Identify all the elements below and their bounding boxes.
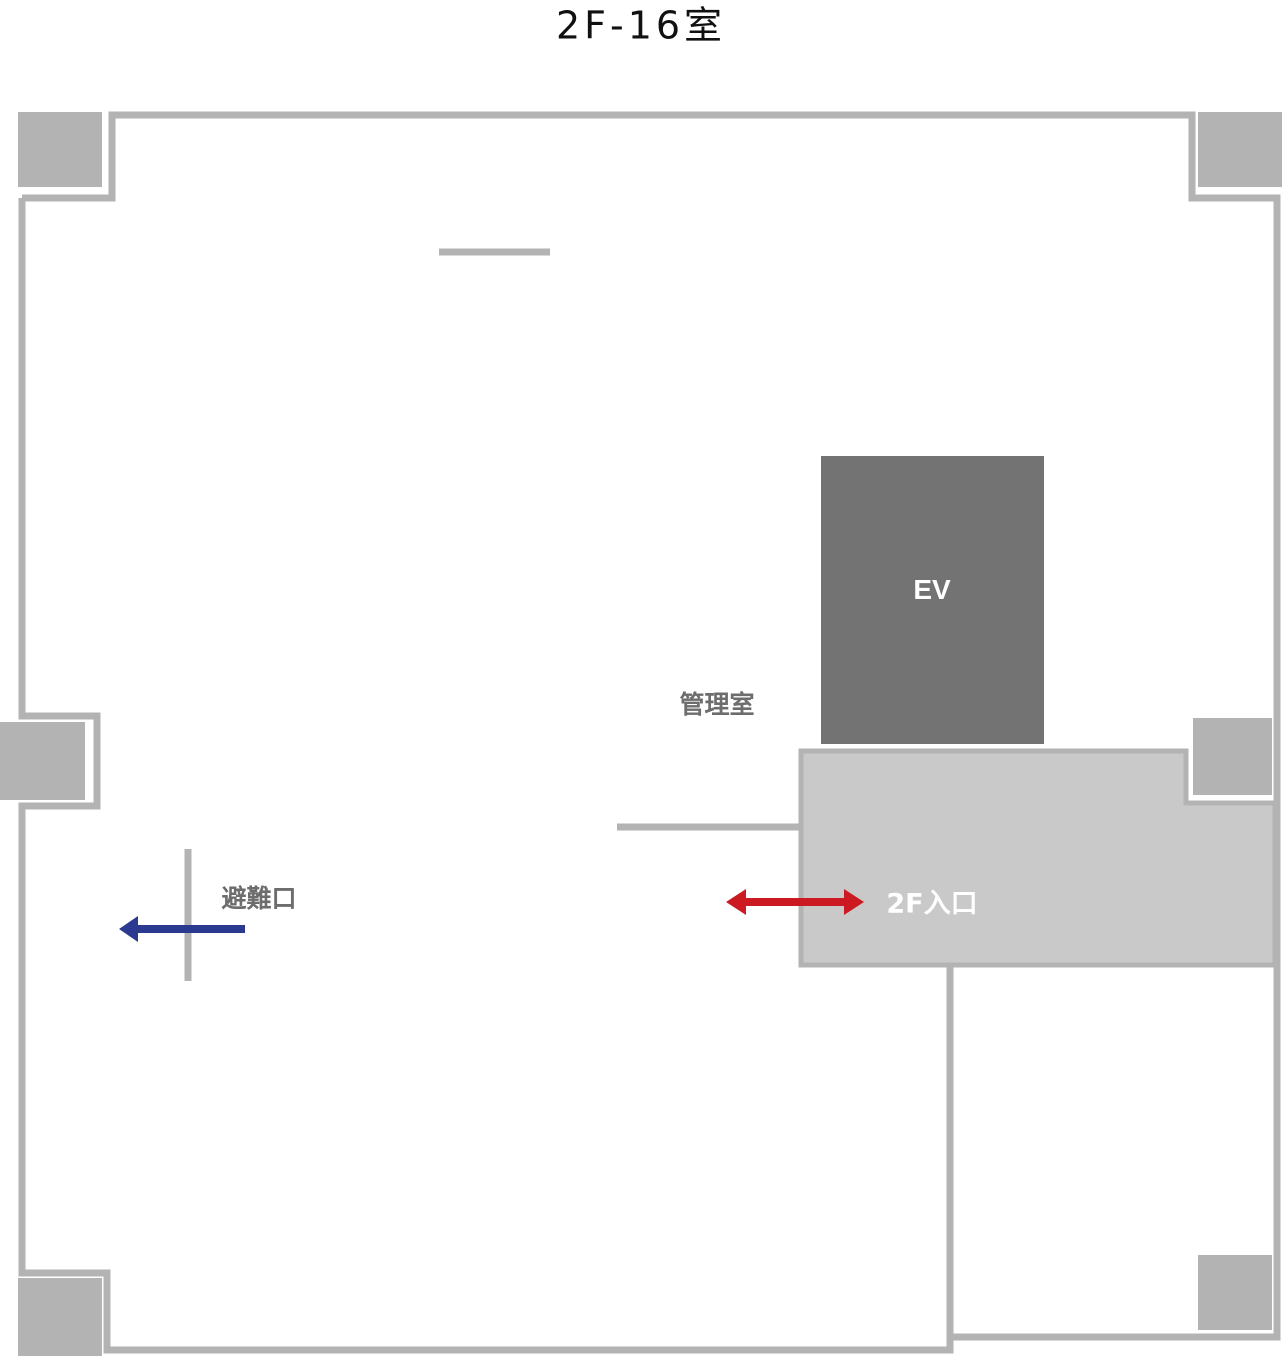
pillar-bottom-left bbox=[18, 1278, 102, 1356]
outer-wall bbox=[18, 111, 1281, 1354]
emergency-exit-label: 避難口 bbox=[221, 884, 297, 913]
elevator-label: EV bbox=[913, 574, 951, 605]
pillar-top-left bbox=[18, 112, 102, 187]
pillar-bottom-right bbox=[1198, 1255, 1272, 1330]
exit-arrow-icon bbox=[119, 916, 245, 942]
pillar-top-right bbox=[1198, 112, 1282, 187]
entrance-double-arrow-icon bbox=[726, 889, 864, 915]
entrance-hall bbox=[798, 748, 1278, 968]
entrance-label: 2F入口 bbox=[886, 888, 978, 920]
elevator-shaft bbox=[821, 456, 1044, 744]
management-room-label: 管理室 bbox=[679, 690, 755, 719]
pillar-mid-right bbox=[1193, 718, 1272, 795]
pillar-left bbox=[0, 722, 85, 800]
pillars bbox=[0, 112, 1282, 1356]
page-title: 2F-16室 bbox=[555, 3, 727, 48]
